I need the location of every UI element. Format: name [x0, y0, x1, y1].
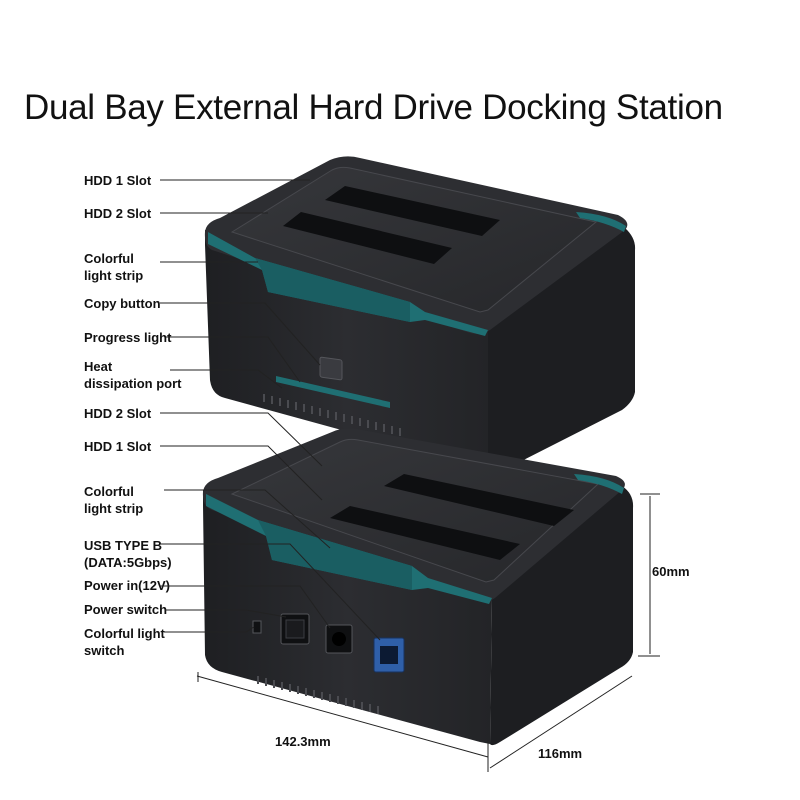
- light-switch: [252, 620, 262, 634]
- top-dock-unit: [204, 156, 636, 474]
- bottom-heat-vents: [257, 676, 379, 714]
- top-hdd1-slot: [325, 186, 500, 236]
- dimension-width: 116mm: [538, 746, 583, 761]
- bottom-hdd1-slot: [384, 474, 574, 526]
- top-heat-vents: [263, 394, 401, 436]
- label-bottom-hdd2-slot: HDD 2 Slot: [84, 406, 152, 421]
- top-light-strip: [208, 232, 488, 336]
- label-power-in: Power in(12V): [84, 578, 170, 593]
- dimension-length: 142.3mm: [275, 734, 331, 749]
- label-usb-type-b: USB TYPE B(DATA:5Gbps): [84, 538, 172, 570]
- bottom-dock-unit: [202, 428, 634, 746]
- dimension-height: 60mm: [652, 564, 690, 579]
- top-hdd2-slot: [283, 212, 452, 264]
- label-top-hdd2-slot: HDD 2 Slot: [84, 206, 152, 221]
- copy-button: [319, 356, 343, 381]
- page-title: Dual Bay External Hard Drive Docking Sta…: [24, 88, 723, 127]
- label-top-hdd1-slot: HDD 1 Slot: [84, 173, 152, 188]
- label-power-switch: Power switch: [84, 602, 168, 617]
- label-copy-button: Copy button: [84, 296, 161, 311]
- leader-lines: [160, 179, 381, 641]
- label-progress-light: Progress light: [84, 330, 172, 345]
- bottom-hdd2-slot: [330, 506, 520, 560]
- dimension-lines: [196, 493, 660, 772]
- progress-light: [276, 376, 390, 408]
- label-bottom-hdd1-slot: HDD 1 Slot: [84, 439, 152, 454]
